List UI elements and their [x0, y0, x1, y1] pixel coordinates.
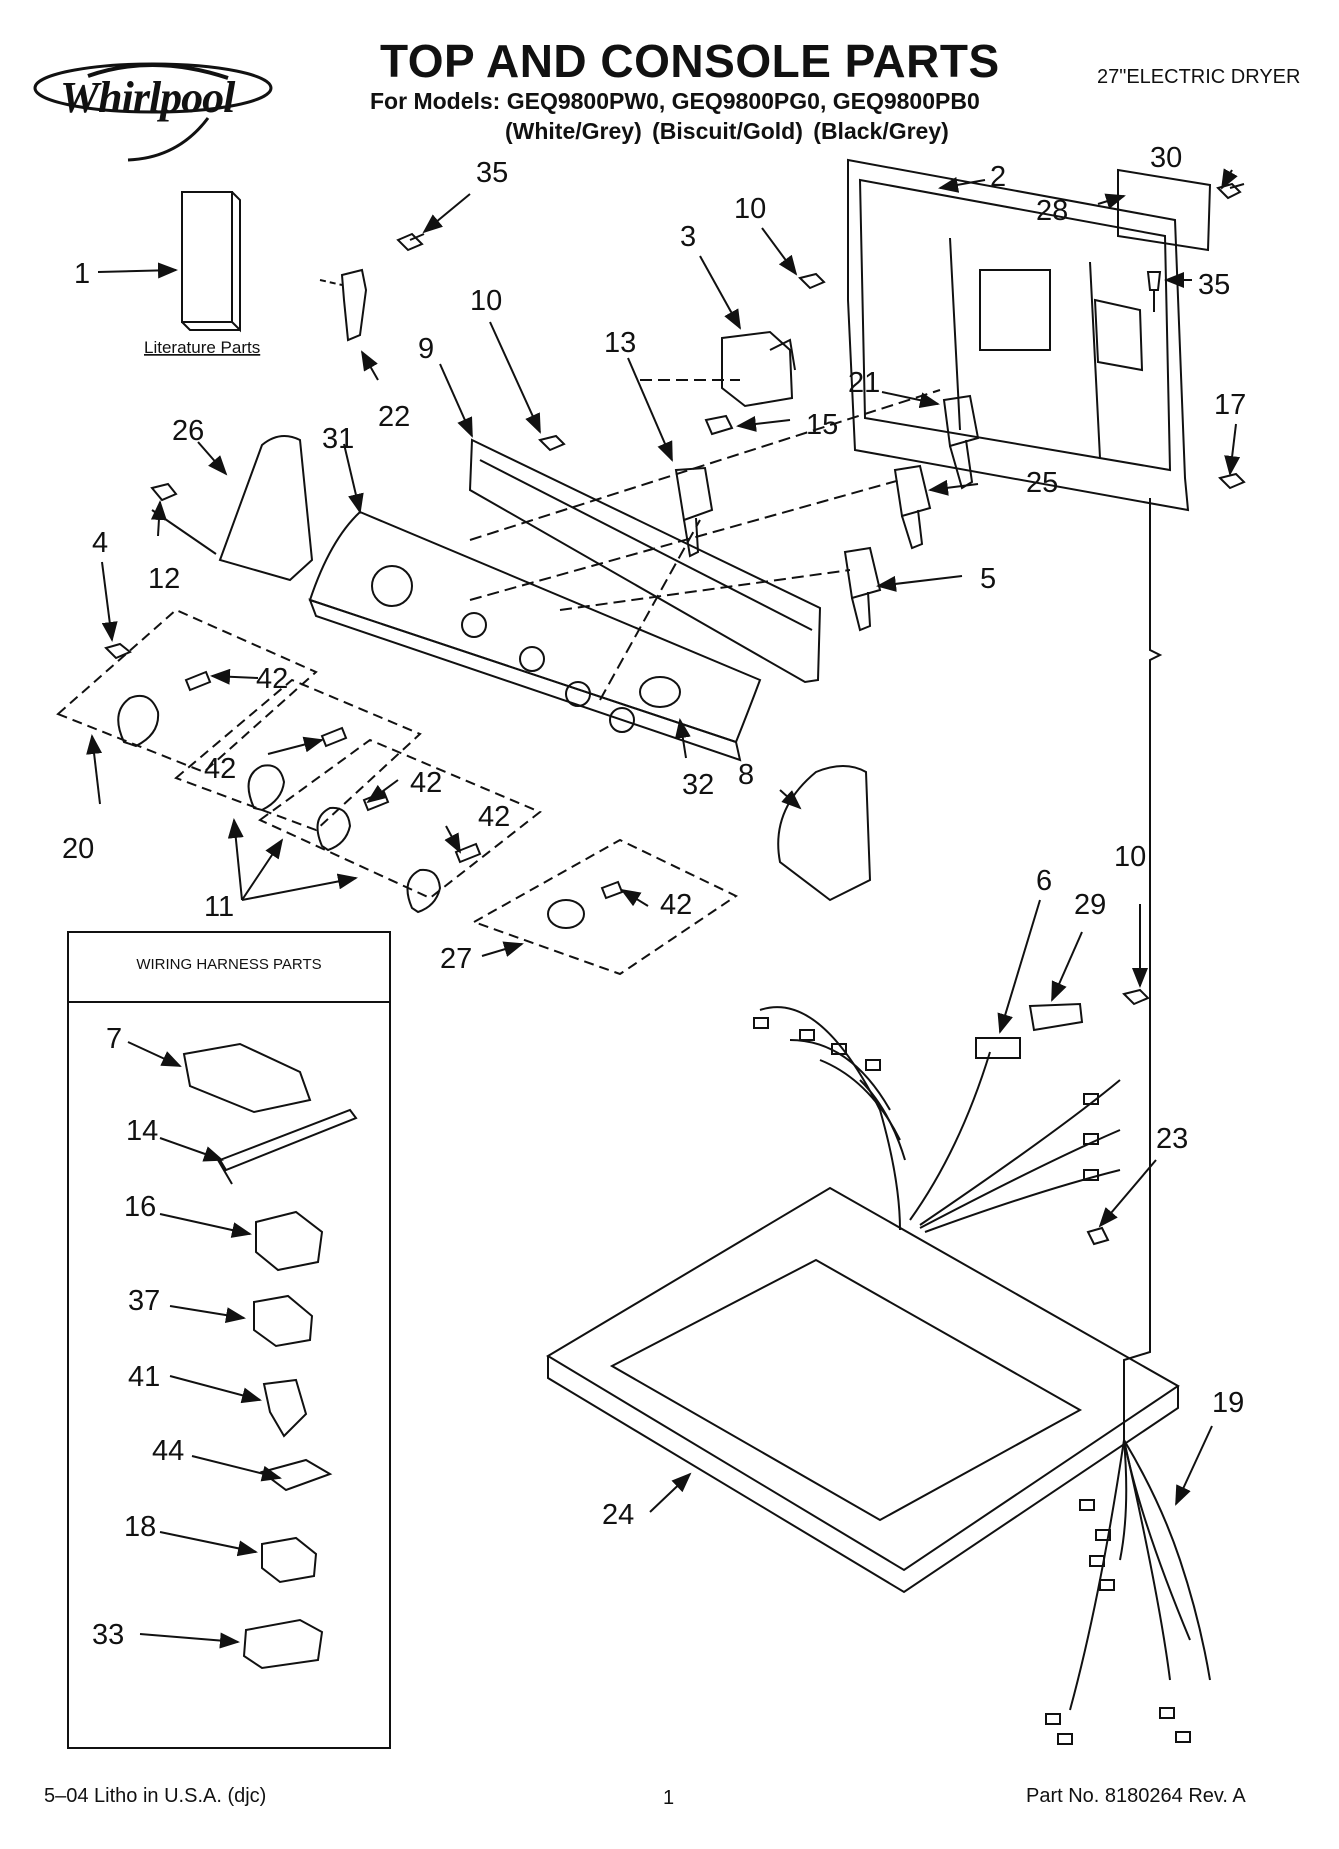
page-title: TOP AND CONSOLE PARTS — [380, 35, 1000, 87]
brand-name: Whirlpool — [60, 73, 235, 122]
callout-35-top: 35 — [476, 157, 508, 189]
control-panel-back — [847, 158, 1190, 512]
callout-9: 9 — [418, 333, 434, 365]
callout-11: 11 — [204, 891, 234, 923]
callout-7: 7 — [106, 1023, 122, 1055]
callout-29: 29 — [1074, 889, 1106, 921]
callout-32: 32 — [682, 769, 714, 801]
callout-6: 6 — [1036, 865, 1052, 897]
callout-42-d: 42 — [478, 801, 510, 833]
callout-5: 5 — [980, 563, 996, 595]
screw-30 — [1216, 182, 1245, 200]
callout-20: 20 — [62, 833, 94, 865]
clip-23 — [1086, 1226, 1110, 1246]
top-panel-24 — [546, 1186, 1180, 1594]
literature-booklet — [181, 191, 241, 333]
callout-21: 21 — [848, 367, 880, 399]
callout-26: 26 — [172, 415, 204, 447]
callout-10-a: 10 — [734, 193, 766, 225]
switch-13 — [674, 466, 714, 558]
callout-14: 14 — [126, 1115, 158, 1147]
callout-19: 19 — [1212, 1387, 1244, 1419]
callout-4: 4 — [92, 527, 108, 559]
callout-17: 17 — [1214, 389, 1246, 421]
switch-5 — [843, 546, 882, 632]
part-number: Part No. 8180264 Rev. A — [1026, 1785, 1246, 1807]
callout-35-right: 35 — [1198, 269, 1230, 301]
screw-35 — [396, 232, 425, 252]
screw-4 — [104, 642, 132, 660]
callout-12: 12 — [148, 563, 180, 595]
model-variants: (White/Grey) (Biscuit/Gold) (Black/Grey) — [505, 118, 949, 144]
knob-11c — [406, 868, 442, 914]
wiring-harness — [753, 1002, 1121, 1233]
knob-20 — [117, 694, 160, 748]
knob-group-27 — [471, 838, 739, 976]
callout-8: 8 — [738, 759, 754, 791]
wiring-harness-19 — [1045, 1439, 1211, 1745]
product-type: 27"ELECTRIC DRYER — [1097, 66, 1301, 88]
callout-31: 31 — [322, 423, 354, 455]
screw-10-upper — [798, 272, 826, 290]
callout-44: 44 — [152, 1435, 184, 1467]
clip-22 — [340, 268, 368, 342]
knob-27 — [547, 899, 585, 929]
callout-41: 41 — [128, 1361, 160, 1393]
callout-27: 27 — [440, 943, 472, 975]
knob-group-20 — [56, 608, 318, 774]
callout-22: 22 — [378, 401, 410, 433]
callout-18: 18 — [124, 1511, 156, 1543]
end-cap-8 — [777, 765, 872, 902]
part-15 — [704, 414, 734, 436]
callout-42-e: 42 — [660, 889, 692, 921]
callout-labels: 1 2 30 28 35 17 35 10 3 10 9 13 22 15 21… — [62, 142, 1246, 1651]
console-31 — [308, 510, 762, 762]
bracket-28 — [1117, 168, 1212, 252]
callout-42-a: 42 — [256, 663, 288, 695]
knob-group-11b — [258, 738, 542, 900]
callout-42-c: 42 — [410, 767, 442, 799]
knob-11a — [247, 764, 286, 812]
switch-21 — [942, 394, 980, 490]
literature-parts-label: Literature Parts — [144, 338, 260, 357]
callout-42-b: 42 — [204, 753, 236, 785]
callout-33: 33 — [92, 1619, 124, 1651]
knob-11b — [316, 806, 352, 852]
whirlpool-logo — [33, 62, 273, 162]
callout-3: 3 — [680, 221, 696, 253]
callout-2: 2 — [990, 161, 1006, 193]
callout-23: 23 — [1156, 1123, 1188, 1155]
callout-37: 37 — [128, 1285, 160, 1317]
model-list: For Models: GEQ9800PW0, GEQ9800PG0, GEQ9… — [370, 88, 980, 114]
switch-25 — [893, 464, 932, 550]
console-bracket-9 — [468, 438, 822, 684]
litho-note: 5–04 Litho in U.S.A. (djc) — [44, 1785, 267, 1807]
callout-1: 1 — [74, 258, 90, 290]
callout-10-c: 10 — [1114, 841, 1146, 873]
callout-24: 24 — [602, 1499, 634, 1531]
callout-16: 16 — [124, 1191, 156, 1223]
knob-group-11a — [174, 678, 422, 832]
callout-15: 15 — [806, 409, 838, 441]
screw-12 — [150, 482, 178, 502]
callout-10-b: 10 — [470, 285, 502, 317]
callout-28: 28 — [1036, 195, 1068, 227]
screw-10-mid — [538, 434, 566, 452]
screw-35-right — [1146, 271, 1162, 312]
switch-3 — [721, 330, 794, 408]
page-number: 1 — [663, 1787, 675, 1809]
end-cap-26 — [218, 435, 314, 582]
callout-30: 30 — [1150, 142, 1182, 174]
wiring-harness-parts-box — [67, 931, 391, 1749]
harness-box-title: WIRING HARNESS PARTS — [136, 956, 322, 973]
callout-25: 25 — [1026, 467, 1058, 499]
screw-17 — [1218, 472, 1246, 490]
screw-10-lower — [1122, 988, 1150, 1006]
callout-13: 13 — [604, 327, 636, 359]
